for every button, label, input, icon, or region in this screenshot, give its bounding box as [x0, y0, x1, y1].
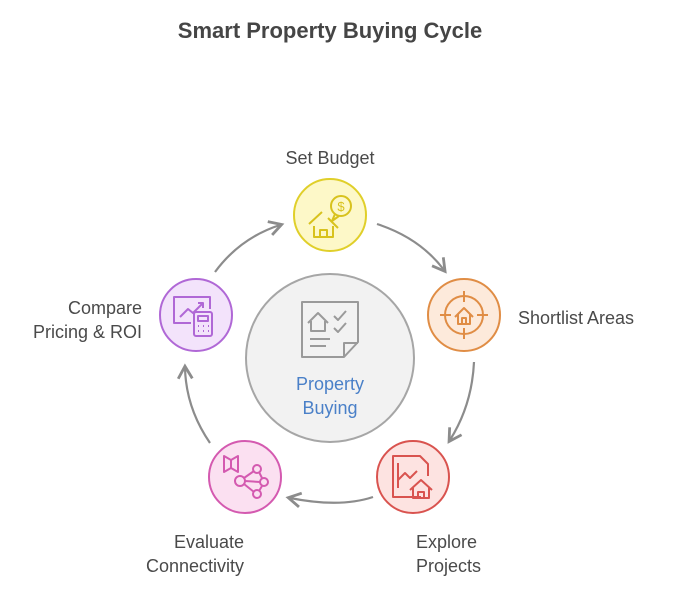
center-label-line2: Buying: [302, 398, 358, 418]
chart-calculator-icon: [173, 296, 213, 337]
property-checklist-icon: [301, 301, 359, 358]
center-label: Property Buying: [250, 372, 410, 420]
arrow-evaluate-to-compare: [176, 363, 211, 444]
house-target-icon: [440, 291, 488, 339]
arrow-explore-to-evaluate: [285, 491, 374, 509]
step-label-evaluate-connectivity: Evaluate Connectivity: [145, 532, 244, 576]
arrow-budget-to-shortlist: [376, 222, 447, 274]
cycle-arrows: [176, 220, 476, 509]
arrow-compare-to-budget: [214, 220, 285, 273]
chart-document-house-icon: [392, 455, 433, 499]
step-node-set-budget: $: [293, 178, 367, 252]
step-label-set-budget: Set Budget: [285, 148, 375, 168]
map-network-icon: [223, 455, 269, 499]
center-node: [245, 273, 415, 443]
step-label-explore-projects: Explore Projects: [416, 532, 482, 576]
center-label-line1: Property: [295, 374, 365, 394]
step-node-shortlist-areas: [427, 278, 501, 352]
diagram-title: Smart Property Buying Cycle: [177, 18, 483, 43]
step-node-evaluate-connectivity: [208, 440, 282, 514]
step-label-compare-pricing: Compare Pricing & ROI: [32, 298, 142, 342]
step-node-explore-projects: [376, 440, 450, 514]
step-label-shortlist-areas: Shortlist Areas: [518, 308, 635, 328]
step-node-compare-pricing: [159, 278, 233, 352]
svg-text:$: $: [337, 199, 345, 214]
house-dollar-icon: $: [308, 195, 352, 238]
arrow-shortlist-to-explore: [447, 361, 476, 444]
